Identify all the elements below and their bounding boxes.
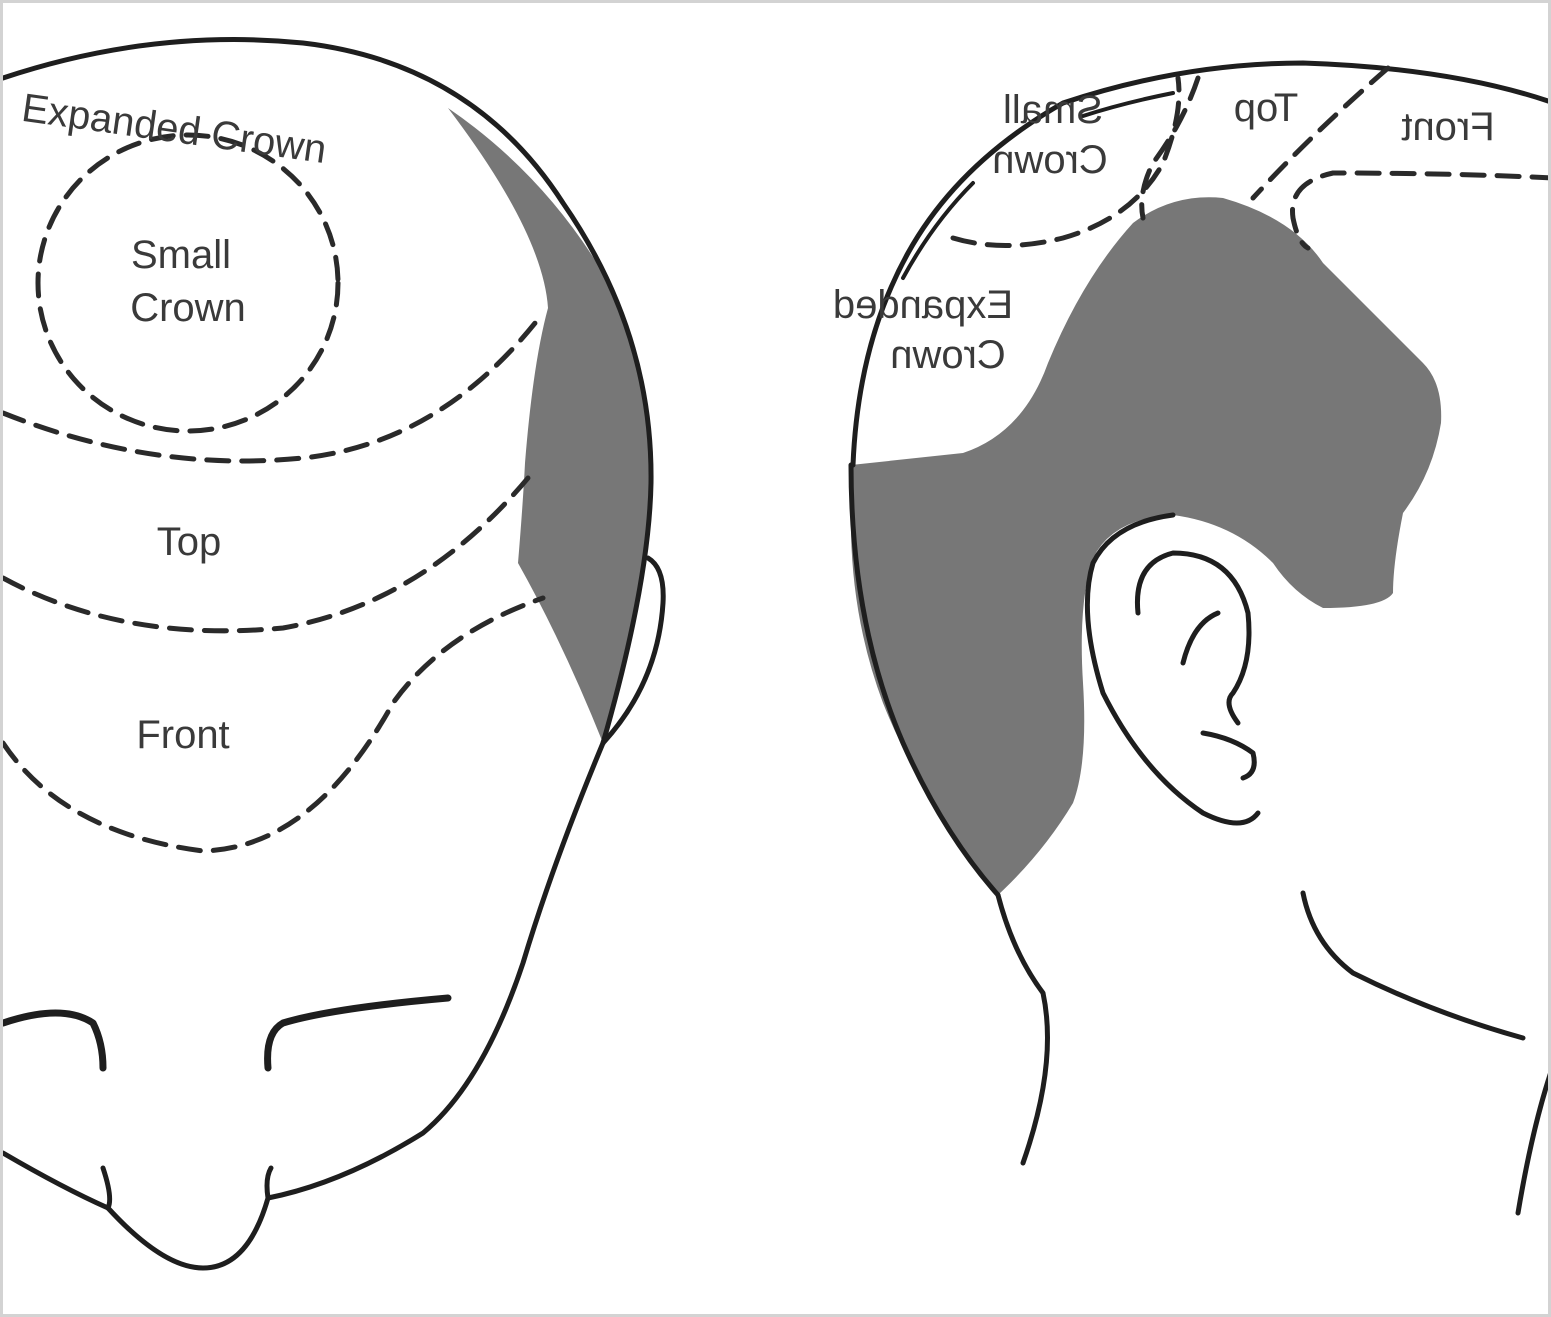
side-view-expanded-crown-leader xyxy=(901,181,975,280)
side-view-expanded-crown-label-line1: Expanded xyxy=(833,283,1013,327)
front-view-left-face-contour xyxy=(3,1150,111,1211)
side-view-small-crown-boundary xyxy=(950,75,1182,248)
front-view-front-label: Front xyxy=(136,713,229,757)
scalp-zones-diagram: Expanded Crown Small Crown Top Front Sma… xyxy=(3,37,1548,1271)
side-view-front-label: Front xyxy=(1401,105,1494,149)
side-view-neck-front xyxy=(1515,1072,1548,1216)
front-view-shaded-region xyxy=(448,108,652,743)
front-view-top-label: Top xyxy=(157,520,222,564)
side-view: Small Crown Top Front Expanded Crown xyxy=(833,60,1548,1216)
side-view-small-crown-leader xyxy=(1081,91,1175,118)
front-view-expanded-crown-label: Expanded Crown xyxy=(19,86,329,172)
side-view-top-label: Top xyxy=(1234,86,1299,130)
front-view-nose xyxy=(100,1165,274,1271)
front-view-small-crown-boundary xyxy=(35,132,341,434)
front-view-temple-line xyxy=(600,555,666,746)
side-view-ear-inner xyxy=(1134,550,1252,726)
side-view-front-hairline xyxy=(1290,170,1548,251)
front-view: Expanded Crown Small Crown Top Front xyxy=(3,37,666,1271)
side-view-expanded-crown-label-line2: Crown xyxy=(890,333,1006,377)
front-view-left-eyebrow xyxy=(3,1009,107,1072)
side-view-ear-outer xyxy=(1084,512,1261,826)
side-view-small-crown-label-line1: Small xyxy=(1003,88,1103,132)
side-view-shaded-region xyxy=(851,197,1442,895)
front-view-small-crown-label-line2: Crown xyxy=(130,286,246,330)
side-view-back-of-head xyxy=(848,462,1001,898)
front-view-front-boundary xyxy=(3,595,546,854)
front-view-expanded-crown-boundary xyxy=(3,310,546,464)
front-view-small-crown-label-line1: Small xyxy=(131,233,231,277)
front-view-face-contour xyxy=(265,740,606,1201)
front-view-right-eyebrow xyxy=(264,994,452,1072)
side-view-neck-back xyxy=(995,892,1050,1166)
side-view-jaw-line xyxy=(1300,890,1526,1041)
side-view-ear-detail xyxy=(1180,610,1257,781)
front-view-head-outline xyxy=(3,37,654,746)
side-view-small-crown-label-line2: Crown xyxy=(992,138,1108,182)
side-view-head-outline xyxy=(850,60,1548,468)
front-view-top-boundary xyxy=(3,475,531,634)
side-view-top-front-divider xyxy=(1250,65,1391,201)
